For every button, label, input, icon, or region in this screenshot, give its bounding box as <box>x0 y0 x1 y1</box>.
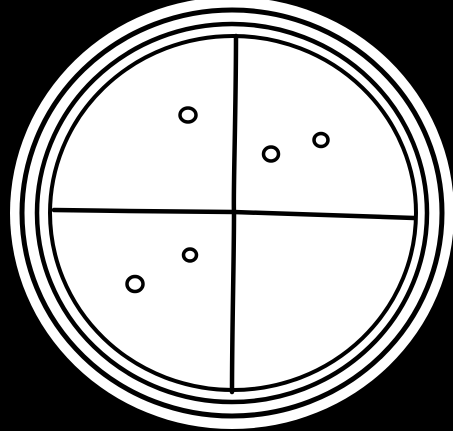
colony-spot-icon <box>184 249 197 261</box>
colony-spot-icon <box>264 147 279 161</box>
colony-spot-icon <box>180 108 196 122</box>
colony-spot-icon <box>314 134 328 147</box>
quadrant-top-left <box>180 108 196 122</box>
colony-spot-icon <box>127 277 143 292</box>
